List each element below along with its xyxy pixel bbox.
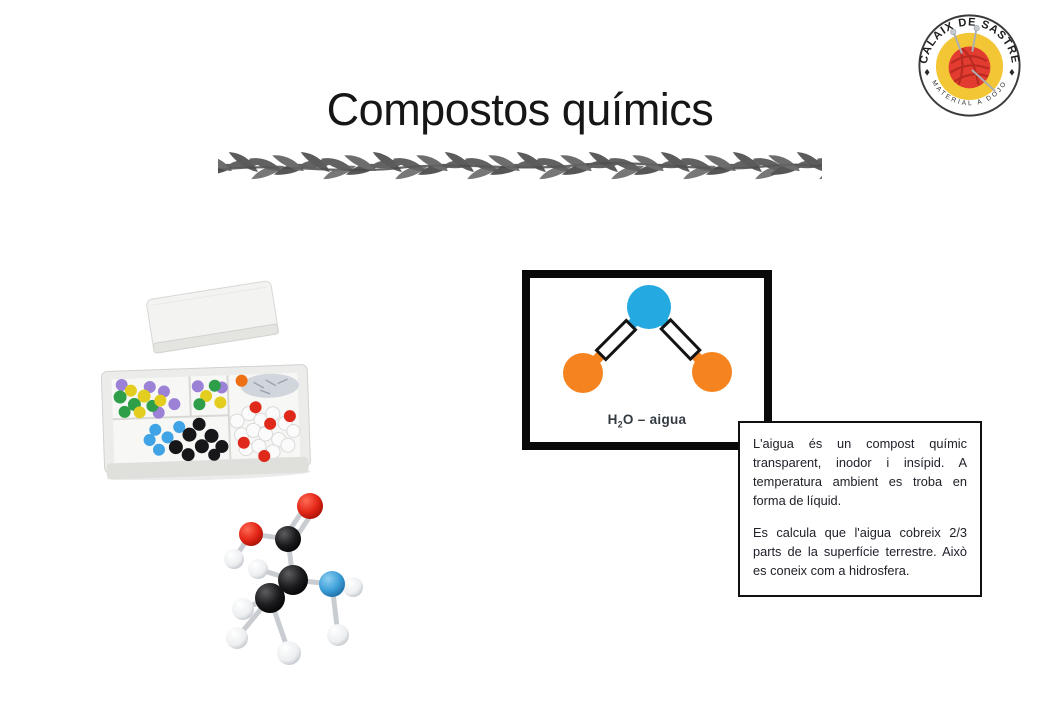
- carbon-atom: [278, 565, 308, 595]
- page-title: Compostos químics: [326, 84, 714, 135]
- kit-tray: [100, 364, 311, 480]
- water-formula-label: H2O – aigua: [607, 412, 687, 430]
- knitting-needles-icon: [952, 28, 996, 92]
- bond-right: [659, 317, 702, 362]
- kit-balls-dark: [143, 417, 229, 462]
- carbon-atom: [275, 526, 301, 552]
- carbon-atom: [255, 583, 285, 613]
- water-diagram-frame: H2O – aigua: [522, 270, 772, 450]
- laurel-divider-image: [218, 144, 822, 192]
- bond-left: [594, 318, 638, 362]
- oxygen-ball: [627, 285, 671, 329]
- nitrogen-atom: [319, 571, 345, 597]
- water-info-box: L'aigua és un compost químic transparent…: [738, 421, 982, 597]
- hydrogen-ball-left: [563, 353, 603, 393]
- water-molecule-diagram: [563, 285, 732, 393]
- oxygen-atom: [239, 522, 263, 546]
- molecule-atoms: [224, 493, 363, 665]
- yarn-ball-icon: [948, 25, 996, 92]
- ball-and-stick-molecule-photo: [224, 493, 363, 665]
- hydrogen-ball-right: [692, 352, 732, 392]
- calaix-de-sastre-logo: CALAIX DE SASTRE MATERIAL A DOJO: [918, 14, 1021, 117]
- info-paragraph-1: L'aigua és un compost químic transparent…: [753, 436, 967, 508]
- oxygen-atom: [297, 493, 323, 519]
- molecular-model-kit-photo: [100, 280, 311, 480]
- kit-balls-white-red: [229, 401, 301, 463]
- info-paragraph-2: Es calcula que l'aigua cobreix 2/3 parts…: [753, 524, 967, 578]
- kit-balls-colored: [113, 374, 248, 419]
- kit-lid: [146, 280, 279, 354]
